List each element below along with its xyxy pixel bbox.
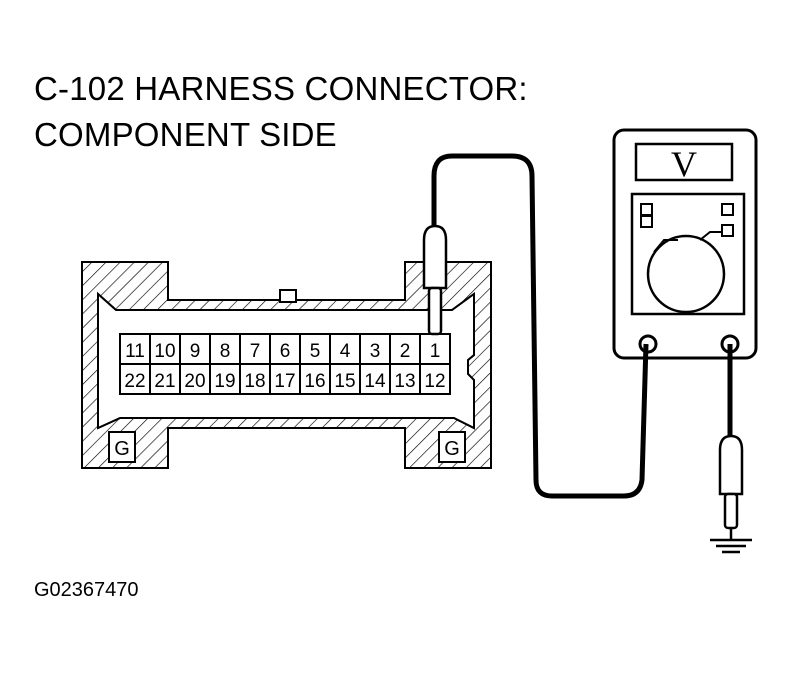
connector-lock-tab (279, 289, 297, 303)
ground-label: G (114, 438, 130, 460)
pin-label: 10 (154, 341, 175, 362)
pin-label: 18 (244, 371, 265, 392)
multimeter-button (640, 203, 653, 216)
probe-ground (718, 434, 744, 496)
pin-label: 7 (250, 341, 261, 362)
ground-label: G (444, 438, 460, 460)
pin-label: 22 (124, 371, 145, 392)
diagram-title-line-2: COMPONENT SIDE (34, 116, 337, 153)
pin-label: 11 (125, 341, 145, 362)
pin-label: 21 (154, 371, 175, 392)
pin-label: 17 (274, 371, 295, 392)
ground-marker-right (438, 431, 466, 463)
multimeter-display (634, 142, 734, 182)
probe-ground-tip (723, 492, 739, 530)
ground-symbol-icon (710, 538, 752, 554)
multimeter-selector-dial (646, 234, 726, 314)
pin-label: 20 (184, 371, 205, 392)
pin-label: 1 (430, 341, 441, 362)
ground-marker-left (108, 431, 136, 463)
pin-label: 4 (340, 341, 351, 362)
figure-id: G02367470 (34, 579, 139, 601)
pin-label: 8 (220, 341, 231, 362)
multimeter-button (721, 203, 734, 216)
pin-label: 6 (280, 341, 291, 362)
multimeter-button (640, 215, 653, 228)
multimeter-display-text: V (671, 144, 697, 184)
pin-label: 19 (214, 371, 235, 392)
pin-label: 13 (394, 371, 415, 392)
probe-positive-tip (427, 286, 443, 336)
diagram-title-line-1: C-102 HARNESS CONNECTOR: (34, 70, 528, 107)
pin-label: 9 (190, 341, 201, 362)
pin-label: 5 (310, 341, 321, 362)
pin-label: 15 (334, 371, 355, 392)
pin-label: 16 (304, 371, 325, 392)
multimeter-button (721, 224, 734, 237)
multimeter-dial-pointer-left (653, 239, 678, 253)
probe-positive (422, 224, 448, 290)
pin-label: 3 (370, 341, 381, 362)
pin-label: 12 (424, 371, 445, 392)
test-lead-positive (431, 153, 649, 499)
pin-label: 14 (364, 371, 386, 392)
pin-label: 2 (400, 341, 411, 362)
multimeter-dial-pointer-right (699, 231, 722, 241)
